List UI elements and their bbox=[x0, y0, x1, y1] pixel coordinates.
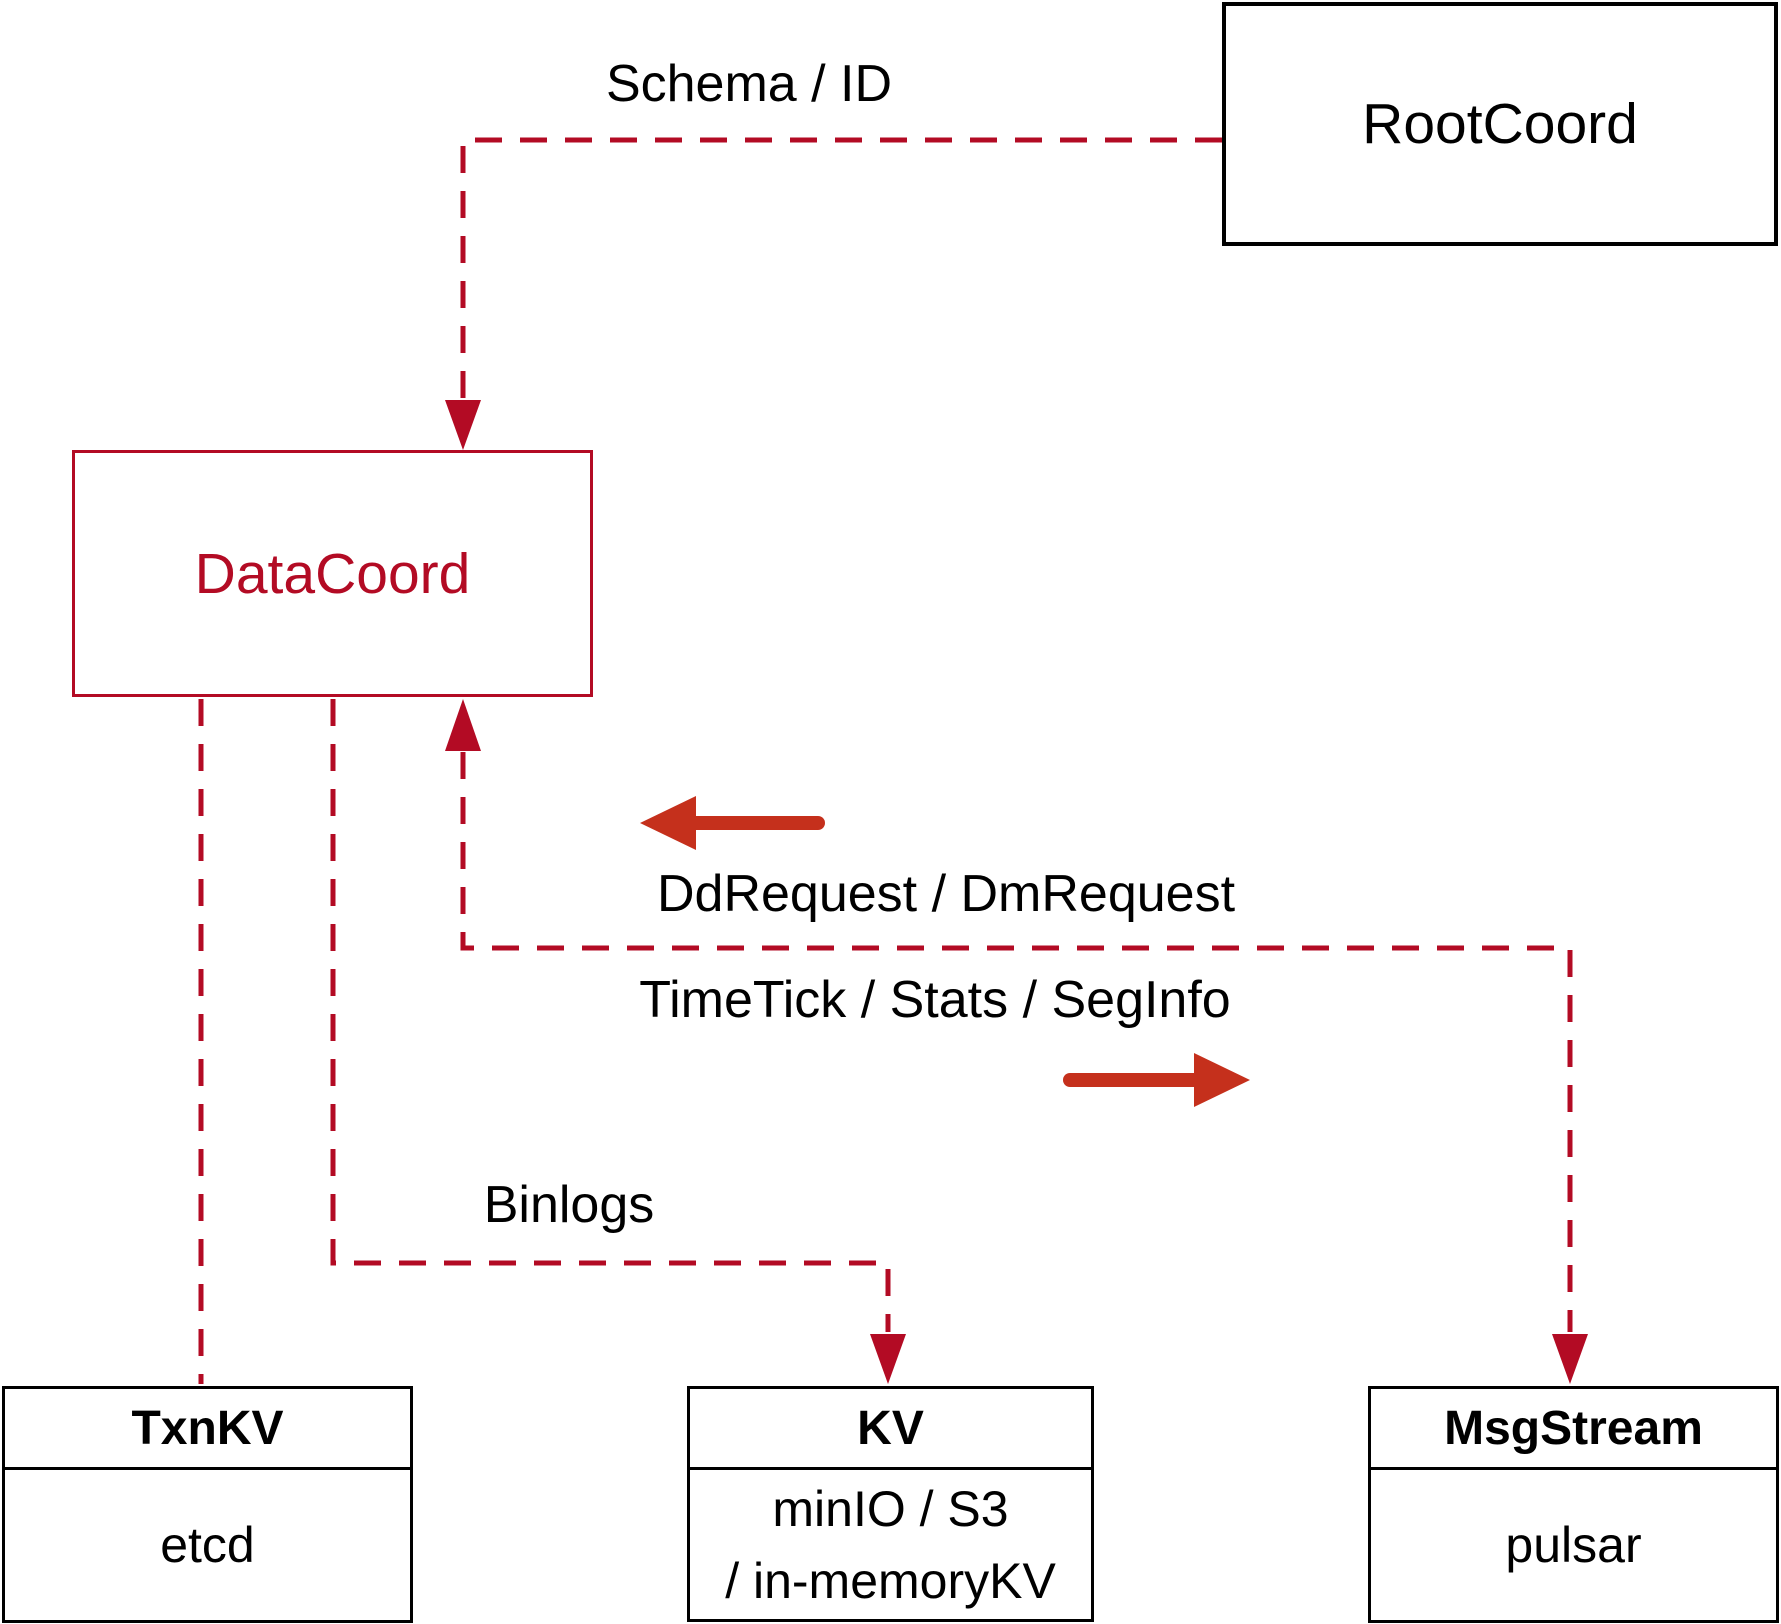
timetick-arrowhead-down-icon bbox=[1552, 1334, 1588, 1384]
node-rootcoord: RootCoord bbox=[1222, 2, 1778, 246]
txnkv-body: etcd bbox=[160, 1517, 255, 1573]
kv-title: KV bbox=[690, 1389, 1091, 1470]
schema-id-arrowhead-down-icon bbox=[445, 400, 481, 450]
kv-body-line1: minIO / S3 bbox=[772, 1480, 1009, 1537]
kv-body-line2: / in-memoryKV bbox=[725, 1552, 1056, 1609]
binlogs-connector bbox=[330, 699, 891, 1332]
ddrequest-edge-label: DdRequest / DmRequest bbox=[656, 865, 1236, 923]
binlogs-edge-label: Binlogs bbox=[483, 1176, 655, 1234]
left-flow-arrow-icon bbox=[640, 796, 696, 850]
datacoord-label: DataCoord bbox=[194, 541, 471, 606]
ddrequest-timetick-connector bbox=[460, 752, 1573, 1332]
right-flow-arrow-icon bbox=[1194, 1053, 1250, 1107]
binlogs-arrowhead-down-icon bbox=[870, 1334, 906, 1384]
node-txnkv: TxnKV etcd bbox=[2, 1386, 413, 1623]
node-datacoord: DataCoord bbox=[72, 450, 593, 697]
rootcoord-label: RootCoord bbox=[1362, 92, 1638, 156]
node-msgstream: MsgStream pulsar bbox=[1368, 1386, 1779, 1623]
txnkv-title: TxnKV bbox=[5, 1389, 410, 1470]
timetick-edge-label: TimeTick / Stats / SegInfo bbox=[639, 971, 1231, 1029]
schema-id-connector bbox=[460, 137, 1222, 398]
schema-id-edge-label: Schema / ID bbox=[605, 55, 893, 113]
msgstream-body: pulsar bbox=[1505, 1517, 1642, 1573]
ddrequest-arrowhead-up-icon bbox=[445, 699, 481, 751]
msgstream-title: MsgStream bbox=[1371, 1389, 1776, 1470]
node-kv: KV minIO / S3 / in-memoryKV bbox=[687, 1386, 1094, 1622]
